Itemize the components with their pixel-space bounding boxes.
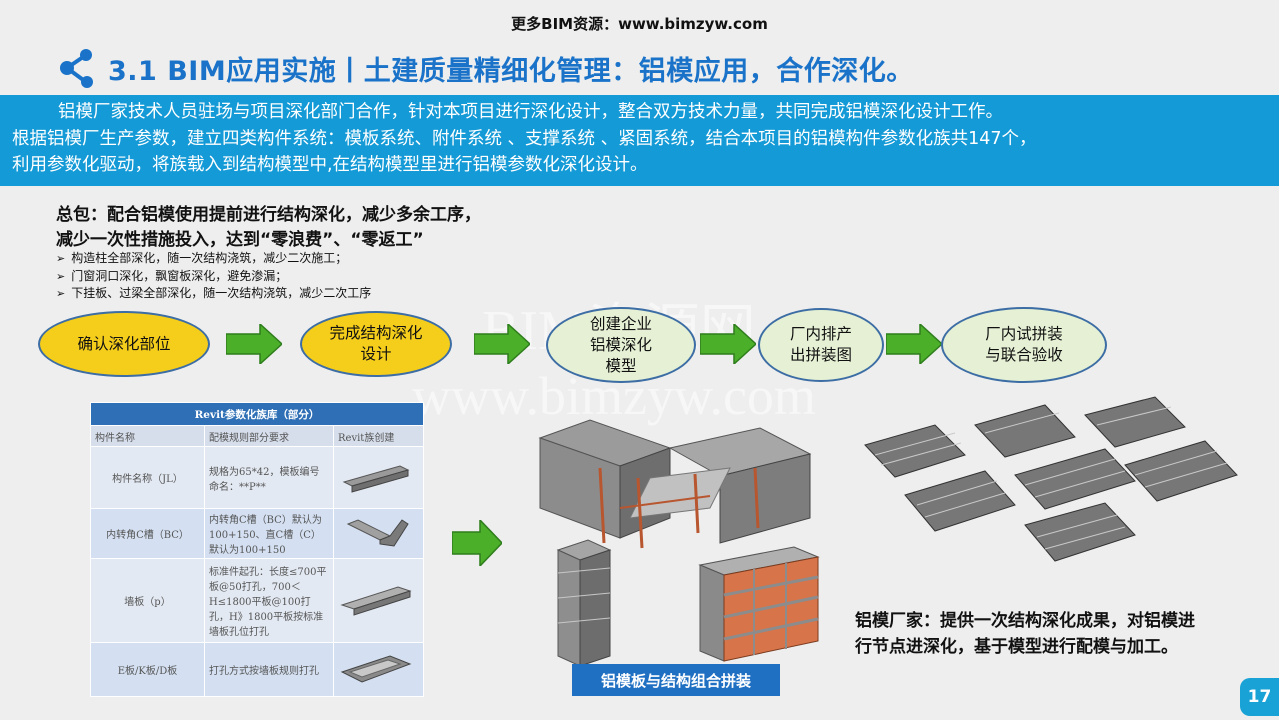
lead-bullets: 构造柱全部深化，随一次结构浇筑，减少二次施工； 门窗洞口深化，飘窗板深化，避免渗… <box>56 250 371 303</box>
corner-channel-icon <box>346 519 409 547</box>
table-cell: 内转角C槽（BC）默认为100+150、直C槽（C）默认为100+150 <box>204 508 334 559</box>
table-row: 构件名称（JL） 规格为65*42，模板编号命名：**P** <box>90 446 424 509</box>
note-line-1: 铝模厂家：提供一次结构深化成果，对铝模进 <box>855 611 1195 631</box>
flow-step-4: 厂内排产出拼装图 <box>758 308 884 382</box>
intro-banner: 铝模厂家技术人员驻场与项目深化部门合作，针对本项目进行深化设计，整合双方技术力量… <box>0 95 1279 186</box>
flow-step-label: 厂内排产出拼装图 <box>789 325 852 364</box>
image-caption: 铝模板与结构组合拼装 <box>572 664 780 696</box>
arrow-right-icon <box>451 518 504 570</box>
wall-panel-icon <box>340 586 412 616</box>
beam-model-icon <box>342 465 410 493</box>
bullet-item: 门窗洞口深化，飘窗板深化，避免渗漏； <box>56 268 371 286</box>
flow-step-1: 确认深化部位 <box>38 311 210 377</box>
table-row: 墙板（p） 标准件起孔：长度≤700平板@50打孔，700＜H≤1800平板@1… <box>90 558 424 643</box>
page-title: 3.1 BIM应用实施丨土建质量精细化管理：铝模应用，合作深化。 <box>108 55 914 87</box>
table-header-cell: Revit族创建 <box>333 425 424 447</box>
bullet-item: 构造柱全部深化，随一次结构浇筑，减少二次施工； <box>56 250 371 268</box>
site-note: 更多BIM资源：www.bimzyw.com <box>511 15 768 33</box>
table-cell-image <box>333 558 424 643</box>
table-header-row: 构件名称 配模规则部分要求 Revit族创建 <box>90 425 424 447</box>
page-number: 17 <box>1240 678 1279 716</box>
note-line-2: 行节点进深化，基于模型进行配模与加工。 <box>855 637 1178 657</box>
table-cell-image <box>333 508 424 559</box>
lead-line-1: 总包：配合铝模使用提前进行结构深化，减少多余工序， <box>56 205 481 225</box>
arrow-right-icon <box>225 322 284 368</box>
banner-line-3: 利用参数化驱动，将族载入到结构模型中,在结构模型里进行铝模参数化深化设计。 <box>12 155 648 175</box>
share-icon <box>58 46 98 90</box>
manufacturer-note: 铝模厂家：提供一次结构深化成果，对铝模进 行节点进深化，基于模型进行配模与加工。 <box>855 608 1195 660</box>
table-cell: 构件名称（JL） <box>90 446 205 509</box>
arrow-right-icon <box>473 322 532 368</box>
table-row: 内转角C槽（BC） 内转角C槽（BC）默认为100+150、直C槽（C）默认为1… <box>90 508 424 559</box>
table-cell: 内转角C槽（BC） <box>90 508 205 559</box>
table-cell-image <box>333 446 424 509</box>
tower-formwork-model <box>556 539 612 667</box>
bullet-item: 下挂板、过梁全部深化，随一次结构浇筑，减少二次工序 <box>56 285 371 303</box>
title-row: 3.1 BIM应用实施丨土建质量精细化管理：铝模应用，合作深化。 <box>58 40 914 96</box>
facade-formwork-model <box>698 546 820 662</box>
table-cell: 标准件起孔：长度≤700平板@50打孔，700＜H≤1800平板@100打孔，H… <box>204 558 334 643</box>
flow-step-label: 创建企业铝模深化模型 <box>589 314 652 375</box>
table-cell-image <box>333 642 424 697</box>
table-row: E板/K板/D板 打孔方式按墙板规则打孔 <box>90 642 424 697</box>
frame-panel-icon <box>340 655 412 683</box>
flow-step-label: 完成结构深化设计 <box>329 324 423 363</box>
flow-step-3: 创建企业铝模深化模型 <box>546 307 696 383</box>
flow-step-2: 完成结构深化设计 <box>300 311 452 377</box>
building-structure-model <box>538 419 812 549</box>
flow-step-label: 确认深化部位 <box>77 334 171 353</box>
table-cell: E板/K板/D板 <box>90 642 205 697</box>
table-cell: 规格为65*42，模板编号命名：**P** <box>204 446 334 509</box>
table-header-cell: 配模规则部分要求 <box>204 425 334 447</box>
arrow-right-icon <box>885 322 944 368</box>
lead-line-2: 减少一次性措施投入，达到“零浪费”、“零返工” <box>56 230 424 250</box>
arrow-right-icon <box>699 322 758 368</box>
table-cell: 打孔方式按墙板规则打孔 <box>204 642 334 697</box>
lead-text: 总包：配合铝模使用提前进行结构深化，减少多余工序， 减少一次性措施投入，达到“零… <box>56 203 481 253</box>
table-cell: 墙板（p） <box>90 558 205 643</box>
banner-line-2: 根据铝模厂生产参数，建立四类构件系统：模板系统、附件系统 、支撑系统 、紧固系统… <box>12 128 1037 149</box>
flow-step-5: 厂内试拼装与联合验收 <box>941 307 1107 383</box>
table-title: Revit参数化族库（部分） <box>90 402 424 426</box>
revit-family-table: Revit参数化族库（部分） 构件名称 配模规则部分要求 Revit族创建 构件… <box>90 402 424 697</box>
banner-line-1: 铝模厂家技术人员驻场与项目深化部门合作，针对本项目进行深化设计，整合双方技术力量… <box>58 102 1003 122</box>
table-header-cell: 构件名称 <box>90 425 205 447</box>
flow-step-label: 厂内试拼装与联合验收 <box>985 325 1063 364</box>
floor-formwork-model <box>864 396 1238 562</box>
